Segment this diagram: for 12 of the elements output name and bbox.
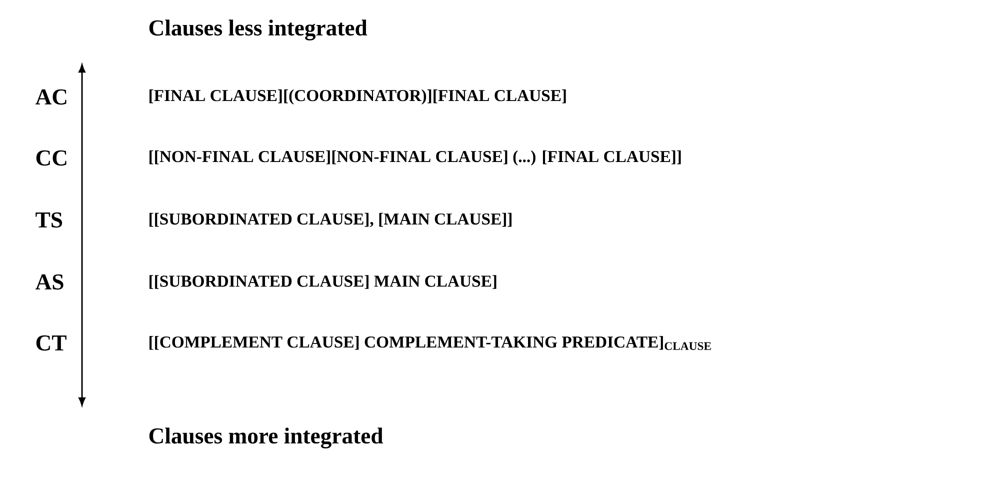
scale-heading: Clauses less integrated (149, 20, 368, 40)
row-abbreviation: TS (36, 212, 62, 228)
scale-heading: Clauses more integrated (149, 428, 384, 448)
row-abbreviation: CT (36, 335, 66, 351)
row-abbreviation: CC (36, 150, 66, 166)
clause-structure: [[NON-FINAL CLAUSE][NON-FINAL CLAUSE] (...) [FINAL CLAUSE]] (150, 150, 681, 166)
clause-structure: [[SUBORDINATED CLAUSE], [MAIN CLAUSE]] (150, 212, 512, 228)
clause-structure: [[SUBORDINATED CLAUSE] MAIN CLAUSE] (150, 275, 496, 289)
row-abbreviation: AC (36, 89, 66, 105)
row-abbreviation: AS (36, 274, 64, 290)
clause-structure: [[COMPLEMENT CLAUSE] COMPLEMENT-TAKING PREDICATE]$_{CLAUSE}$ (150, 336, 711, 350)
clause-structure: [FINAL CLAUSE][(COORDINATOR)][FINAL CLAUSE] (150, 89, 566, 105)
